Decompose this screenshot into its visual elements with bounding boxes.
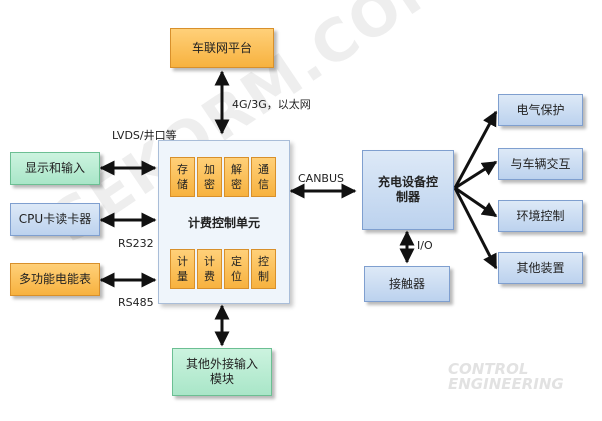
logo-line-1: CONTROL: [448, 360, 529, 378]
display-input-box: 显示和输入: [10, 152, 100, 185]
vehicle-interaction-box: 与车辆交互: [498, 148, 583, 180]
contactor-box: 接触器: [364, 266, 450, 302]
external-input-module-box: 其他外接输入模块: [172, 348, 272, 396]
arrow-controller-other: [453, 187, 498, 270]
environment-control-box: 环境控制: [498, 200, 583, 232]
cell-communication: 通信: [251, 157, 276, 197]
cell-positioning: 定位: [224, 249, 249, 289]
control-engineering-logo: CONTROL ENGINEERING: [448, 362, 588, 392]
cell-storage: 存储: [170, 157, 195, 197]
canbus-link-label: CANBUS: [298, 172, 345, 185]
cell-metering: 计量: [170, 249, 195, 289]
energy-meter-box: 多功能电能表: [10, 263, 100, 296]
cpu-card-reader-box: CPU卡读卡器: [10, 203, 100, 236]
cell-encrypt: 加密: [197, 157, 222, 197]
electrical-protection-box: 电气保护: [498, 94, 583, 126]
iov-platform-box: 车联网平台: [170, 28, 274, 68]
cell-decrypt: 解密: [224, 157, 249, 197]
io-link-label: I/O: [417, 239, 433, 252]
charging-controller-box: 充电设备控制器: [362, 150, 454, 230]
arrow-controller-vehicle: [454, 160, 498, 190]
cell-billing: 计费: [197, 249, 222, 289]
billing-unit-title: 计费控制单元: [187, 216, 260, 230]
arrow-controller-environment: [454, 186, 498, 218]
cell-control: 控制: [251, 249, 276, 289]
other-devices-box: 其他装置: [498, 252, 583, 284]
lvds-link-label: LVDS/井口等: [112, 129, 177, 142]
arrow-controller-protection: [453, 110, 498, 189]
rs485-link-label: RS485: [118, 296, 154, 309]
logo-line-2: ENGINEERING: [448, 375, 564, 393]
rs232-link-label: RS232: [118, 237, 154, 250]
platform-link-label: 4G/3G，以太网: [232, 98, 311, 111]
